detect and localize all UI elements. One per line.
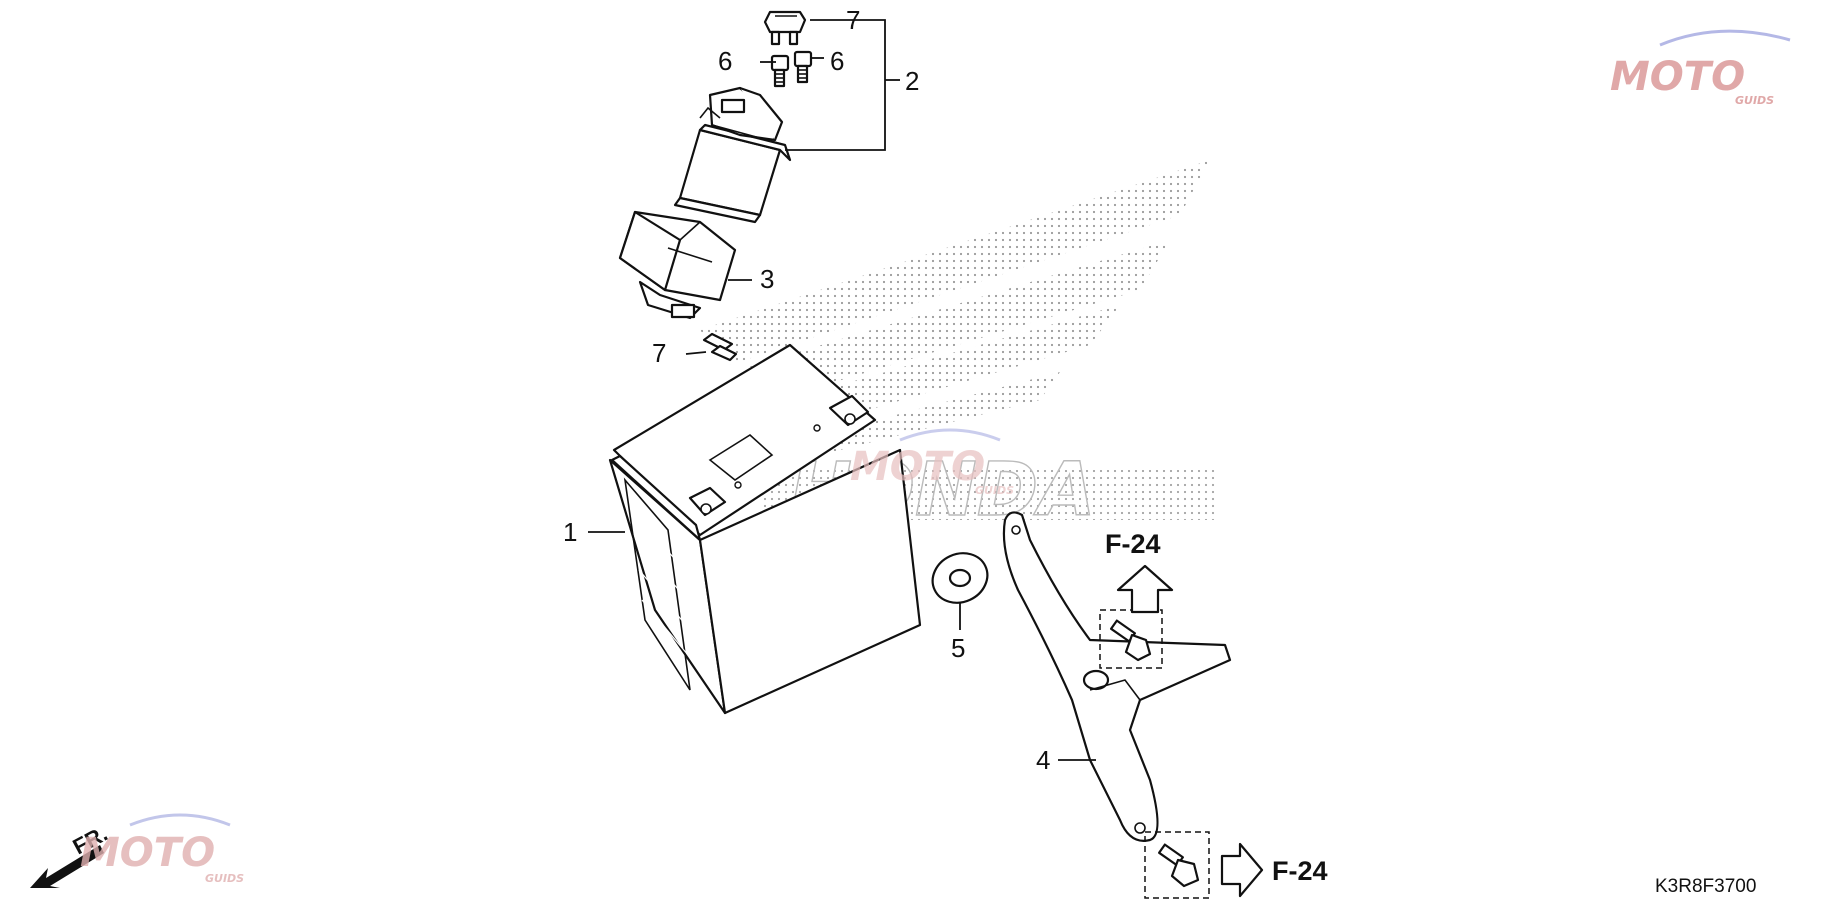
rubber-cushion [931, 552, 989, 604]
ref-label-lower: F-24 [1272, 856, 1328, 886]
watermark-text-top: MOTO [1610, 54, 1745, 100]
battery-vent-ribs [623, 477, 691, 691]
callout-6-left: 6 [718, 46, 732, 76]
watermark-sub-top: GUIDS [1735, 94, 1774, 107]
callout-2: 2 [905, 66, 919, 96]
battery [608, 343, 922, 715]
bolt-lower [1144, 831, 1210, 899]
callout-3: 3 [760, 264, 774, 294]
ref-arrow-up [1116, 564, 1174, 614]
watermark-sub-bottom: GUIDS [205, 872, 244, 885]
watermark-top-right: MOTO GUIDS [1610, 29, 1791, 107]
watermark-text-center: MOTO [850, 444, 985, 490]
callout-6-right: 6 [830, 46, 844, 76]
watermark-bottom-left: MOTO GUIDS [80, 813, 244, 885]
bolt-upper [1099, 609, 1163, 669]
blade-fuse-top [763, 10, 807, 46]
watermark-text-bottom: MOTO [80, 830, 215, 876]
watermark-center: MOTO GUIDS [850, 428, 1014, 497]
fuse-box-cover [618, 210, 737, 320]
fuse-box-assembly [673, 86, 792, 224]
blade-fuse-loose [702, 332, 738, 362]
diagram-part-code: K3R8F3700 [1655, 876, 1756, 897]
leader-lines [588, 19, 1096, 761]
callout-4: 4 [1036, 745, 1050, 775]
callout-7-loose: 7 [652, 338, 666, 368]
watermark-sub-center: GUIDS [975, 484, 1014, 497]
fuse-small-left [770, 54, 790, 88]
callout-5: 5 [951, 633, 965, 663]
ref-label-upper: F-24 [1105, 529, 1161, 559]
fuse-small-right [793, 50, 813, 84]
callout-1: 1 [563, 517, 577, 547]
battery-stay [1002, 511, 1232, 842]
callout-7-top: 7 [846, 5, 860, 35]
ref-arrow-right [1220, 842, 1264, 898]
